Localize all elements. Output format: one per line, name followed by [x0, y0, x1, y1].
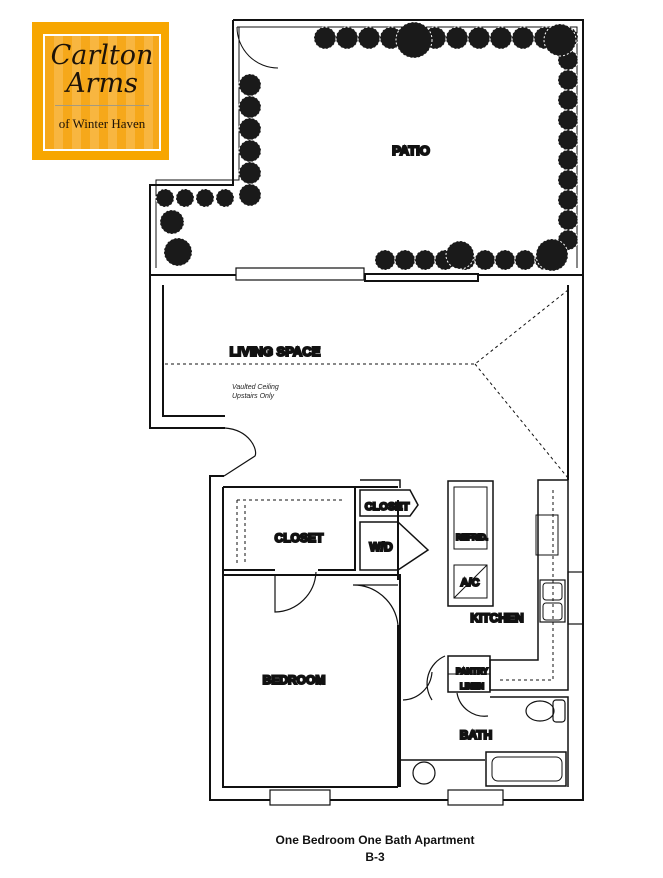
shrub [557, 149, 579, 171]
caption-unit: B-3 [365, 850, 385, 864]
shrub [394, 249, 416, 271]
shrub [557, 109, 579, 131]
shrub [238, 117, 262, 141]
label-bedroom: BEDROOM [263, 673, 326, 687]
shrub [557, 169, 579, 191]
shrub [159, 209, 185, 235]
shrub [543, 23, 577, 57]
shrub [238, 139, 262, 163]
label-ac: A/C [461, 577, 480, 589]
shrub [414, 249, 436, 271]
label-pantry: PANTRY [456, 667, 489, 676]
shrub [357, 26, 381, 50]
patio-shrubs [155, 21, 579, 272]
shrub [514, 249, 536, 271]
label-bedroom-closet: CLOSET [275, 531, 324, 545]
shrub [238, 73, 262, 97]
bedroom-door [352, 584, 399, 626]
shrub [467, 26, 491, 50]
shrub [557, 209, 579, 231]
shrub [313, 26, 337, 50]
label-living-space: LIVING SPACE [230, 344, 321, 359]
shrub [395, 21, 433, 59]
vault-line [165, 289, 569, 479]
shrub [511, 26, 535, 50]
label-linen: LINEN [460, 682, 484, 691]
shrub [445, 26, 469, 50]
shrub [494, 249, 516, 271]
pantry-door [402, 655, 489, 717]
shrub [535, 238, 569, 272]
label-bath: BATH [460, 728, 492, 742]
shrub [374, 249, 396, 271]
shrub [195, 188, 215, 208]
shrub [175, 188, 195, 208]
label-refrigerator: REFRID. [456, 533, 488, 542]
caption-title: One Bedroom One Bath Apartment [275, 833, 475, 847]
shrub [445, 240, 475, 270]
shrub [557, 69, 579, 91]
patio-wall [149, 19, 584, 275]
label-patio: PATIO [392, 143, 430, 158]
shrub [474, 249, 496, 271]
shrub [215, 188, 235, 208]
logo-tagline: of Winter Haven [58, 116, 146, 131]
vault-note-2: Upstairs Only [232, 393, 275, 400]
vault-note-1: Vaulted Ceiling [232, 384, 279, 391]
shrub [163, 237, 193, 267]
lower-walls [209, 475, 584, 801]
shrub [557, 189, 579, 211]
shrub [557, 129, 579, 151]
patio-door [236, 26, 279, 69]
shrub [155, 188, 175, 208]
shrub [489, 26, 513, 50]
shrub [238, 161, 262, 185]
entry-door [223, 427, 257, 477]
label-washer-dryer: W/D [369, 540, 393, 554]
closet-door [274, 571, 317, 613]
living-walls [149, 274, 584, 480]
shrub [557, 89, 579, 111]
shrub [238, 95, 262, 119]
label-kitchen: KITCHEN [470, 611, 523, 625]
label-closet: CLOSET [365, 501, 410, 513]
shrub [238, 183, 262, 207]
shrub [335, 26, 359, 50]
